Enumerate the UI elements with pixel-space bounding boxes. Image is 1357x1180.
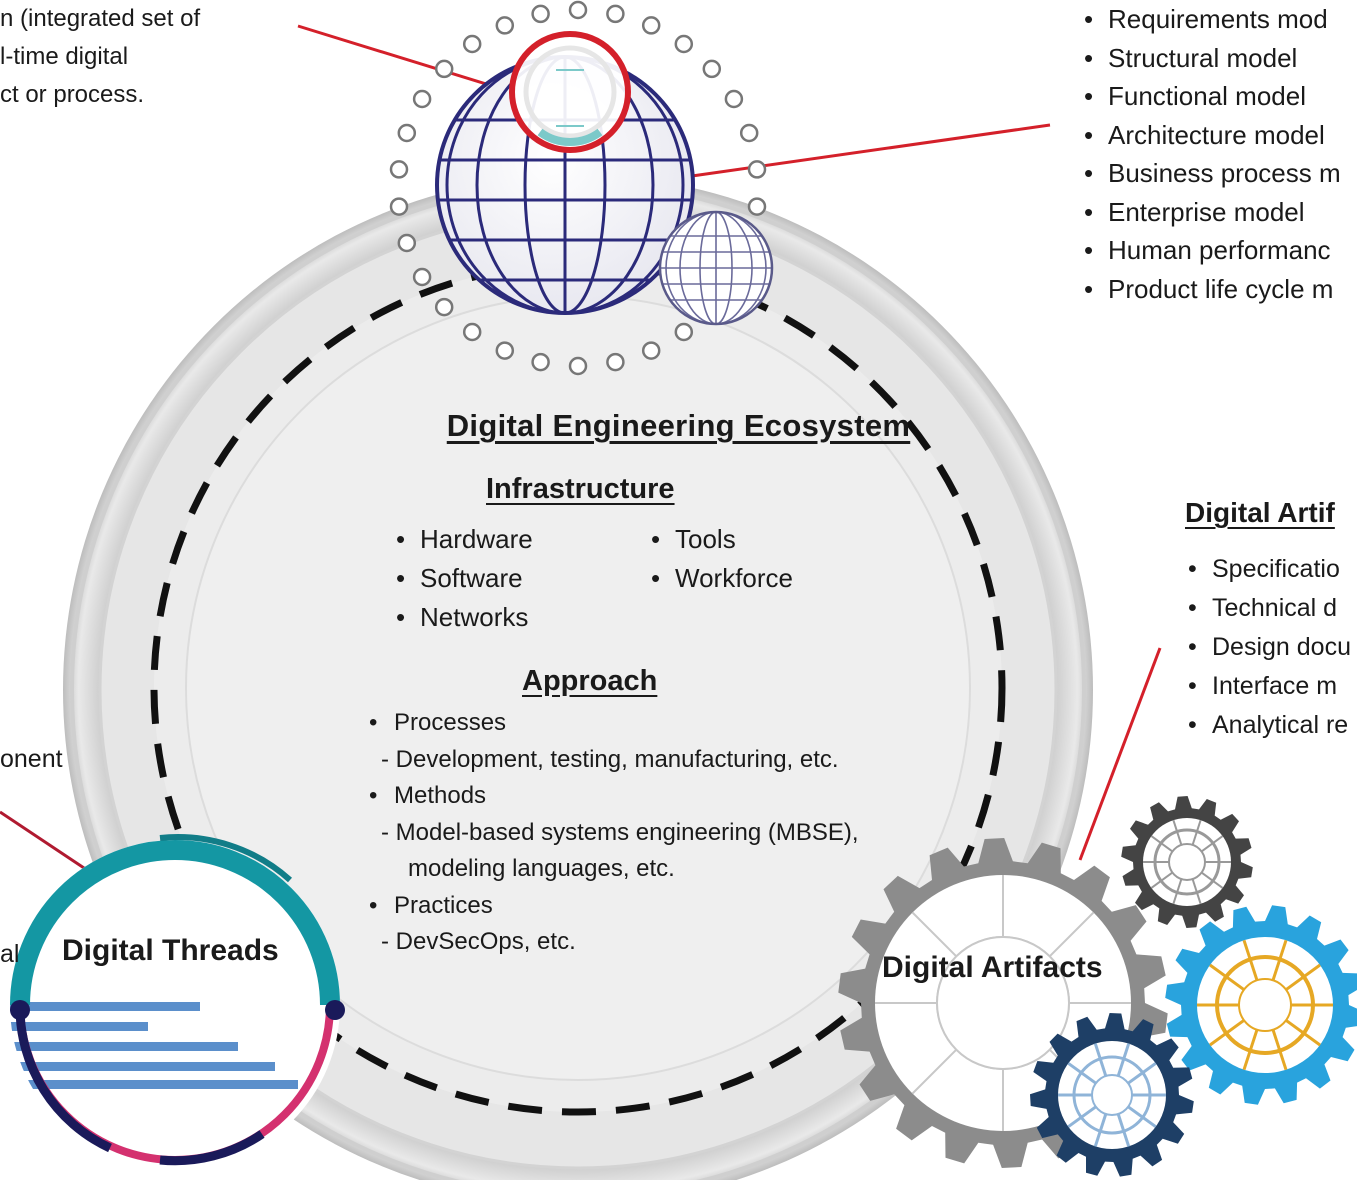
approach-heading: Approach — [522, 665, 658, 697]
models-list-item: Business process m — [1080, 154, 1341, 193]
orbit-dot — [412, 89, 432, 109]
navy-gear-icon — [1030, 1013, 1194, 1177]
artifacts-list-item: Design docu — [1184, 628, 1351, 667]
left-fragment-al: al — [0, 940, 20, 968]
digital-threads-icon — [10, 834, 345, 1170]
top-left-text-line-1: n (integrated set of — [0, 5, 201, 32]
top-left-text-line-2: l-time digital — [0, 43, 129, 70]
models-list-item: Requirements mod — [1080, 0, 1341, 39]
orbit-dot — [397, 233, 417, 253]
infrastructure-item: Software — [392, 559, 533, 598]
orbit-dot — [674, 34, 694, 54]
gear-spoke — [911, 1048, 958, 1095]
orbit-dot — [397, 123, 417, 143]
infrastructure-heading: Infrastructure — [486, 473, 675, 505]
orbit-dot — [531, 4, 550, 24]
artifacts-list-item: Interface m — [1184, 667, 1351, 706]
orbit-dot — [702, 59, 722, 79]
dark-gray-gear-icon — [1121, 796, 1253, 928]
gear-hub — [1168, 843, 1206, 881]
orbit-dot — [724, 89, 744, 109]
gear-hub — [936, 936, 1070, 1070]
infrastructure-item: Hardware — [392, 520, 533, 559]
orbit-dot — [606, 4, 625, 24]
small-globe-icon — [658, 210, 774, 326]
infrastructure-item: Workforce — [647, 559, 793, 598]
connector-line-top-left — [297, 24, 513, 94]
orbit-dots — [389, 0, 767, 376]
orbit-dot — [739, 123, 759, 143]
orbit-dot — [747, 197, 767, 216]
ecosystem-title: Digital Engineering Ecosystem — [0, 408, 1357, 444]
artifacts-list-item: Analytical re — [1184, 706, 1351, 745]
infrastructure-item: Networks — [392, 598, 533, 637]
left-fragment-component: onent — [0, 745, 63, 773]
approach-line-text: Model-based systems engineering (MBSE), — [395, 818, 859, 846]
models-list: Requirements mod Structural model Functi… — [1080, 0, 1341, 308]
gear-spoke — [911, 911, 958, 958]
top-left-text-line-3: ct or process. — [0, 81, 145, 108]
models-list-item: Functional model — [1080, 77, 1341, 116]
digital-twin-target-icon — [509, 31, 631, 153]
orbit-dot — [495, 16, 515, 35]
approach-line: - Development, testing, manufacturing, e… — [381, 745, 839, 773]
connector-line-threads — [0, 810, 91, 874]
orbit-dot — [434, 59, 454, 79]
gear-inner-ring — [1215, 955, 1315, 1055]
models-list-item: Structural model — [1080, 39, 1341, 78]
gear-inner-ring — [1072, 1055, 1152, 1135]
infrastructure-list-col1: Hardware Software Networks — [392, 520, 533, 637]
approach-list: Processes - Development, testing, manufa… — [367, 705, 859, 961]
digital-threads-label: Digital Threads — [62, 934, 279, 967]
infrastructure-list-col2: Tools Workforce — [647, 520, 793, 598]
artifacts-list: Specificatio Technical d Design docu Int… — [1184, 550, 1351, 745]
approach-line: - Model-based systems engineering (MBSE)… — [381, 818, 859, 846]
models-list-item: Human performanc — [1080, 231, 1341, 270]
approach-line: Methods — [367, 778, 859, 815]
infrastructure-item: Tools — [647, 520, 793, 559]
digital-artifacts-label: Digital Artifacts — [882, 951, 1103, 984]
orbit-dot — [389, 160, 409, 179]
artifacts-heading: Digital Artif — [1185, 497, 1335, 528]
blue-gear-icon — [1165, 905, 1357, 1105]
orbit-dot — [462, 34, 482, 54]
orbit-dot — [434, 297, 454, 317]
orbit-dot — [568, 356, 588, 376]
globe-icon — [435, 55, 695, 315]
approach-line: - DevSecOps, etc. — [381, 928, 576, 955]
models-list-item: Product life cycle m — [1080, 270, 1341, 309]
models-list-item: Architecture model — [1080, 116, 1341, 155]
gear-hub — [1238, 978, 1292, 1032]
orbit-dot — [531, 352, 550, 372]
orbit-dot — [495, 341, 515, 360]
approach-line: modeling languages, etc. — [408, 855, 675, 882]
artifacts-list-item: Specificatio — [1184, 550, 1351, 589]
orbit-dot — [641, 341, 661, 360]
gear-spoke — [1048, 911, 1095, 958]
orbit-dot — [389, 197, 409, 216]
gear-hub — [1091, 1074, 1133, 1116]
approach-line: Practices — [367, 888, 859, 925]
approach-line-text: Development, testing, manufacturing, etc… — [395, 745, 839, 773]
orbit-dot — [568, 0, 588, 20]
ecosystem-title-text: Digital Engineering Ecosystem — [446, 408, 911, 443]
orbit-dot — [462, 322, 482, 342]
gear-inner-ring — [1153, 828, 1221, 896]
approach-line: Processes — [367, 705, 859, 742]
orbit-dot — [606, 352, 625, 372]
orbit-dot — [412, 267, 432, 287]
connector-line-artifacts — [1078, 647, 1162, 861]
orbit-dot — [747, 160, 767, 179]
orbit-dot — [641, 16, 661, 35]
orbit-dot — [674, 322, 694, 342]
approach-line-text: DevSecOps, etc. — [395, 928, 576, 955]
artifacts-list-item: Technical d — [1184, 589, 1351, 628]
models-list-item: Enterprise model — [1080, 193, 1341, 232]
